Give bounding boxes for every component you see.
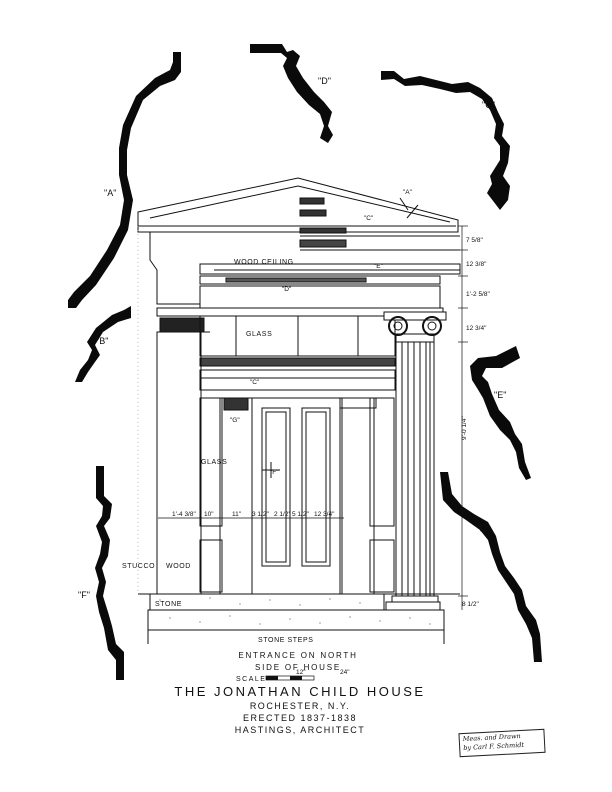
label-stone-steps: STONE STEPS [258,637,313,644]
dim-w5: 2 1/2" [274,511,291,518]
profile-ref-c: "C" [250,379,260,386]
label-glass-side: GLASS [201,459,227,466]
profile-ref-g: "G" [230,417,240,424]
dim-column-height: 9'-0 1/4" [461,416,468,440]
profile-ref-d: "D" [282,286,292,293]
dim-w1: 1'-4 3/8" [172,511,196,518]
caption-line-1: ENTRANCE ON NORTH [238,651,357,660]
profile-label-g: "G" [476,524,489,534]
transom-window [199,315,396,391]
caption: ENTRANCE ON NORTH SIDE OF HOUSE SCALE 12… [236,651,357,683]
profile-label-d: "D" [318,76,331,86]
label-wood: WOOD [166,563,191,570]
profile-label-f: "F" [78,590,90,600]
drawing-architect: HASTINGS, ARCHITECT [234,725,366,735]
ionic-column [383,311,447,611]
profile-ref-c-pediment: "C" [364,215,374,222]
profile-label-b: "B" [96,336,108,346]
dimension-lines [158,225,468,610]
door-frame [156,331,395,595]
profile-c [381,71,510,210]
profile-b [75,306,131,382]
door [251,397,341,595]
profile-label-a: "A" [104,188,116,198]
entablature [156,263,461,333]
dim-pediment: 7 5/8" [466,237,483,244]
dim-w6: 5 1/2" [292,511,309,518]
dim-base: 8 1/2" [462,601,479,608]
stone-texture [159,597,431,625]
profile-ref-e: "E" [374,263,384,270]
drawing-city: ROCHESTER, N.Y. [249,701,351,711]
scale-12: 12" [296,669,306,676]
dim-architrave: 12 3/4" [466,325,487,332]
stone-steps [138,593,460,644]
drawing-title: THE JONATHAN CHILD HOUSE [174,684,426,699]
scale-label: SCALE [236,676,266,683]
profile-f [95,466,124,680]
scale-24: 24" [340,669,350,676]
profile-label-e: "E" [494,390,506,400]
drawing-erected: ERECTED 1837-1838 [242,713,358,723]
dim-cornice: 12 3/8" [466,261,487,268]
signature-box: Meas. and Drawn by Carl F. Schmidt [458,728,546,758]
profile-a-left [68,52,181,308]
pediment [137,177,460,305]
profile-ref-a: "A" [403,189,413,196]
label-wood-ceiling: WOOD CEILING [234,259,294,266]
dim-w3: 11" [232,511,242,518]
label-glass-transom: GLASS [246,331,272,338]
profile-e [470,346,531,480]
profile-d [250,44,333,143]
dim-frieze: 1'-2 5/8" [466,291,490,298]
profile-label-c: "C" [482,100,495,110]
profile-ref-f: "F" [270,469,279,476]
profile-g [440,472,542,662]
dim-w7: 12 3/4" [314,511,335,518]
caption-line-2: SIDE OF HOUSE [255,663,341,672]
dim-w4: 3 1/2" [252,511,269,518]
label-stucco: STUCCO [122,563,155,570]
dim-w2: 10" [204,511,214,518]
label-stone: STONE [155,601,182,608]
